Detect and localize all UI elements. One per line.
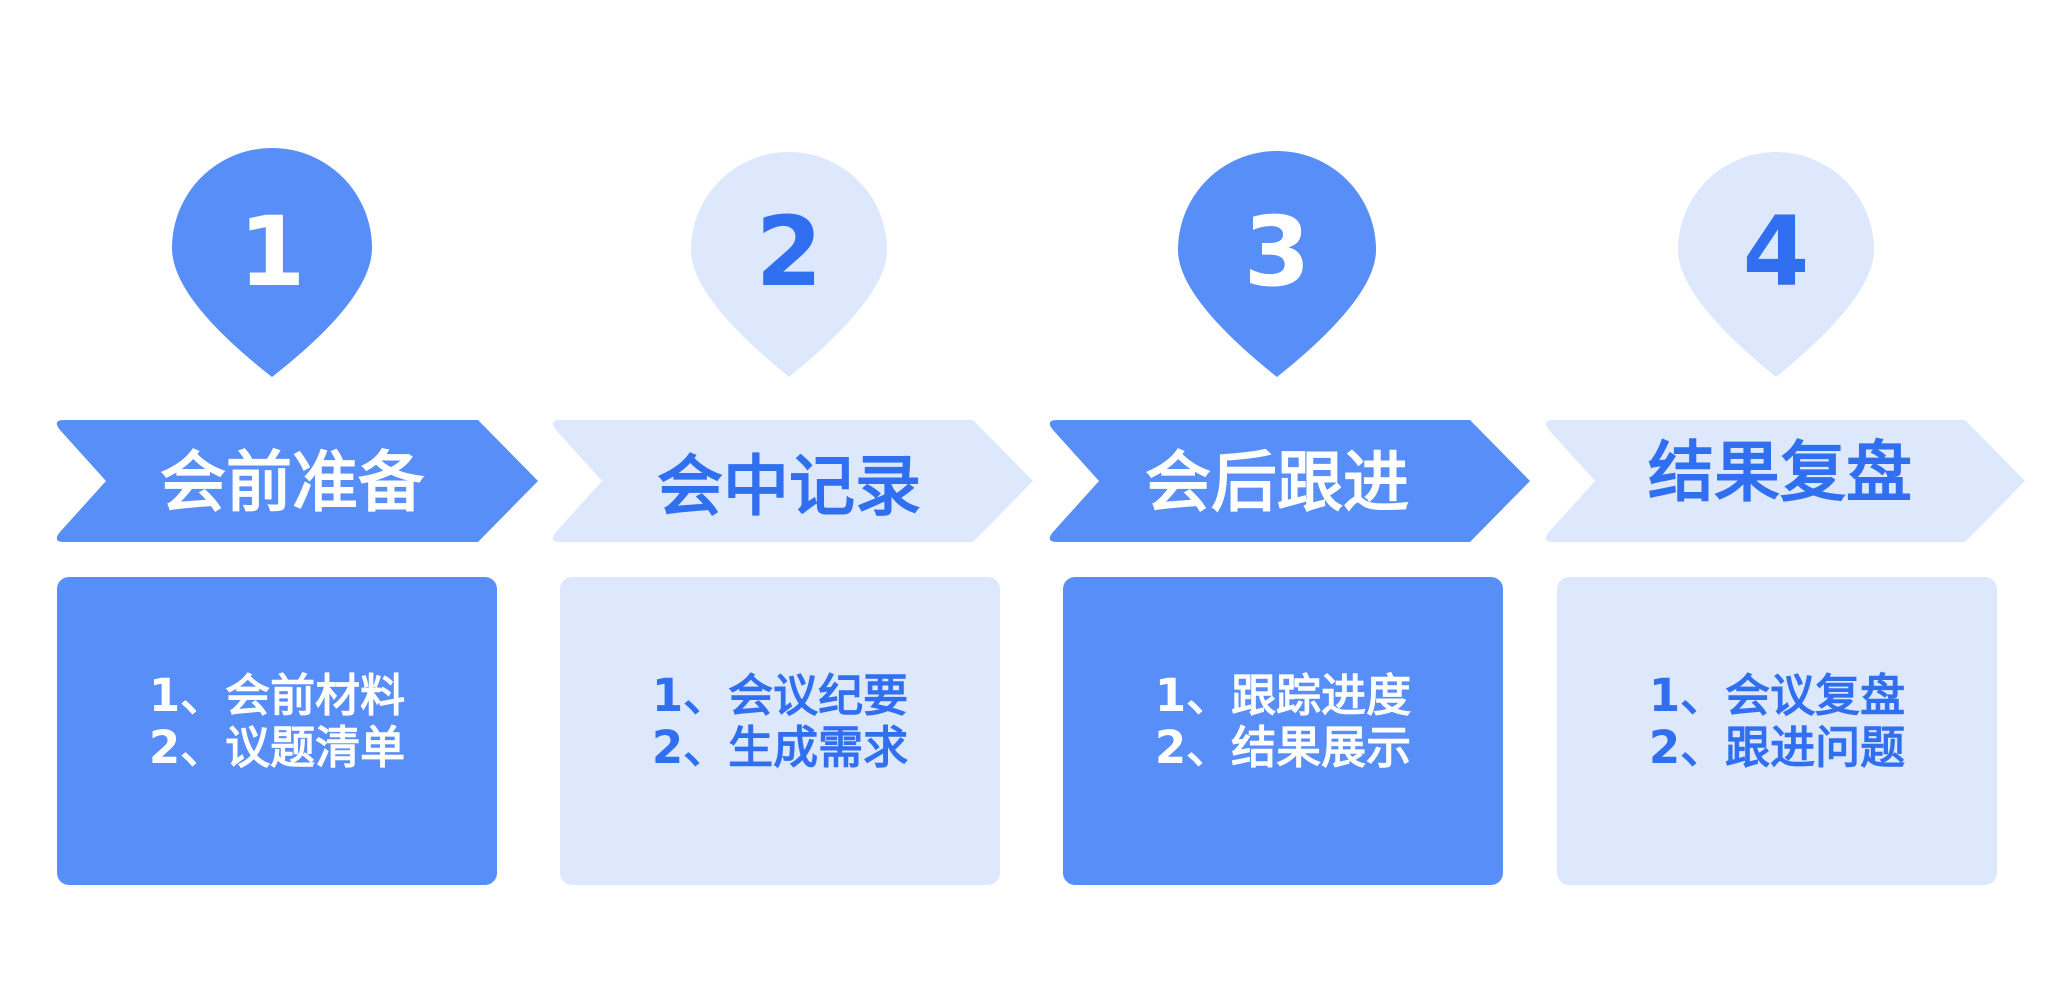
step-2-pin (691, 152, 887, 377)
step-3-number: 3 (1244, 196, 1311, 308)
step-1-item-1: 1、会前材料 (149, 669, 405, 722)
step-3-item-2: 2、结果展示 (1155, 721, 1411, 774)
step-2: 2 会中记录 1、会议纪要 2、生成需求 (552, 152, 1033, 885)
step-2-chevron (552, 420, 1033, 542)
step-2-box (560, 577, 1000, 885)
step-3-title: 会后跟进 (1145, 444, 1409, 521)
step-4-box (1557, 577, 1997, 885)
step-3-pin (1178, 151, 1376, 377)
step-1-box (57, 577, 497, 885)
step-3-box (1063, 577, 1503, 885)
step-2-item-1: 1、会议纪要 (652, 669, 908, 722)
step-2-title: 会中记录 (657, 448, 921, 525)
step-1-pin (172, 148, 372, 377)
step-2-number: 2 (756, 196, 823, 308)
step-4-pin (1678, 152, 1874, 377)
step-1: 1 会前准备 1、会前材料 2、议题清单 (56, 148, 539, 885)
step-1-chevron (56, 420, 539, 542)
step-4: 4 结果复盘 1、会议复盘 2、跟进问题 (1545, 152, 2025, 885)
step-4-item-2: 2、跟进问题 (1649, 721, 1905, 774)
step-1-number: 1 (239, 196, 306, 308)
step-3-chevron (1049, 420, 1530, 542)
step-3-item-1: 1、跟踪进度 (1155, 669, 1411, 722)
step-4-number: 4 (1743, 196, 1810, 308)
step-1-item-2: 2、议题清单 (149, 721, 405, 774)
step-2-item-2: 2、生成需求 (652, 721, 908, 774)
step-4-title: 结果复盘 (1648, 434, 1912, 511)
step-4-chevron (1545, 420, 2025, 542)
step-1-title: 会前准备 (160, 444, 425, 521)
step-4-item-1: 1、会议复盘 (1649, 669, 1905, 722)
step-3: 3 会后跟进 1、跟踪进度 2、结果展示 (1049, 151, 1530, 885)
